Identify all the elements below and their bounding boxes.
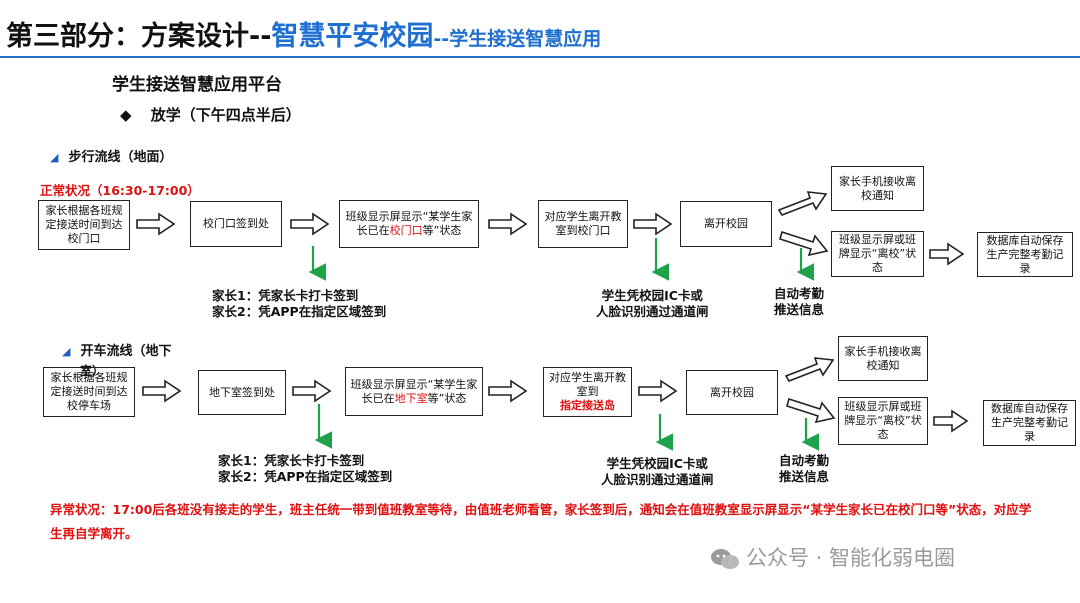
walk-step-parent-arrive: 家长根据各班规定接送时间到达校门口: [38, 200, 130, 250]
wechat-icon: [711, 549, 739, 569]
watermark: 公众号 · 智能化弱电圈: [710, 542, 955, 572]
drive-student-notes: 学生凭校园IC卡或 人脸识别通过通道闸: [601, 456, 714, 488]
highlight-location: 指定接送岛: [560, 399, 615, 412]
walk-step-gate-checkin: 校门口签到处: [190, 201, 282, 247]
walk-result-phone-notice: 家长手机接收离校通知: [831, 166, 924, 211]
drive-step-class-display: 班级显示屏显示“某学生家长已在地下室等”状态: [345, 367, 483, 416]
flow-arrow: [779, 230, 829, 257]
box-text: 对应学生离开教室到: [549, 371, 626, 398]
drive-result-phone-notice: 家长手机接收离校通知: [838, 336, 928, 381]
note-line: 人脸识别通过通道闸: [596, 304, 709, 319]
drive-auto-notes: 自动考勤 推送信息: [779, 453, 829, 485]
walk-student-notes: 学生凭校园IC卡或 人脸识别通过通道闸: [596, 288, 709, 320]
box-text: 班级显示屏显示“某学生家长已在: [345, 210, 473, 237]
note-line: 推送信息: [774, 302, 825, 317]
note-line: 推送信息: [779, 469, 830, 484]
triangle-marker-icon: ◢: [50, 151, 59, 164]
flow-arrow: [142, 379, 182, 403]
flow-arrow: [290, 212, 330, 236]
note-line: 家长2：凭APP在指定区域签到: [218, 469, 393, 484]
driving-flow-title-overflow: 室）: [80, 364, 105, 378]
flow-arrow: [784, 357, 835, 382]
flow-arrow: [633, 212, 673, 236]
walking-flow-title: ◢ 步行流线（地面）: [50, 146, 172, 165]
title-subtopic: --学生接送智慧应用: [433, 28, 602, 50]
walk-step-student-leave-class: 对应学生离开教室到校门口: [538, 200, 628, 248]
note-line: 人脸识别通过通道闸: [601, 472, 714, 487]
drive-step-leave-campus: 离开校园: [686, 370, 778, 415]
driving-flow-title-text: 开车流线（地下: [80, 344, 172, 359]
title-topic: 智慧平安校园: [271, 21, 434, 52]
bullet-text: 放学（下午四点半后）: [150, 106, 301, 124]
flow-arrow: [933, 409, 969, 433]
flow-arrow: [488, 379, 528, 403]
abnormal-status-text: 异常状况：17:00后各班没有接走的学生，班主任统一带到值班教室等待，由值班老师…: [50, 502, 1032, 541]
flow-arrow: [929, 242, 965, 266]
walk-result-class-sign: 班级显示屏或班牌显示“离校”状态: [831, 231, 924, 277]
box-text: 等”状态: [427, 391, 467, 405]
walking-flow-title-text: 步行流线（地面）: [68, 150, 173, 165]
note-line: 学生凭校园IC卡或: [606, 456, 708, 471]
highlight-location: 地下室: [394, 391, 428, 405]
drive-result-class-sign: 班级显示屏或班牌显示“离校”状态: [838, 397, 928, 445]
walk-parent-notes: 家长1：凭家长卡打卡签到 家长2：凭APP在指定区域签到: [212, 288, 386, 320]
flow-arrow: [638, 379, 678, 403]
box-text: 班级显示屏显示“某学生家长已在: [350, 377, 478, 405]
driving-flow-title: ◢ 开车流线（地下: [62, 343, 171, 361]
note-line: 自动考勤: [774, 286, 825, 301]
highlight-location: 校门口: [389, 224, 423, 237]
flow-arrow: [777, 191, 828, 216]
flow-arrow: [488, 212, 528, 236]
drive-step-student-to-island: 对应学生离开教室到指定接送岛: [543, 367, 632, 417]
triangle-marker-icon: ◢: [62, 345, 71, 358]
flow-arrow: [136, 212, 176, 236]
section-subtitle: 学生接送智慧应用平台: [112, 75, 282, 95]
drive-result-database: 数据库自动保存生产完整考勤记录: [983, 400, 1076, 446]
normal-status-label: 正常状况（16:30-17:00）: [40, 183, 200, 198]
note-line: 家长2：凭APP在指定区域签到: [212, 304, 387, 319]
title-part: 第三部分：方案设计--: [6, 21, 272, 52]
diamond-bullet-icon: ◆: [120, 106, 132, 124]
note-line: 家长1：凭家长卡打卡签到: [218, 453, 365, 468]
note-line: 学生凭校园IC卡或: [601, 288, 703, 303]
box-text: 等”状态: [422, 224, 462, 237]
walk-result-database: 数据库自动保存生产完整考勤记录: [977, 232, 1073, 277]
drive-step-parent-arrive: 家长根据各班规定接送时间到达校停车场: [43, 367, 135, 417]
drive-parent-notes: 家长1：凭家长卡打卡签到 家长2：凭APP在指定区域签到: [218, 453, 392, 485]
drive-step-basement-checkin: 地下室签到处: [198, 370, 286, 415]
flow-arrow: [786, 397, 836, 424]
watermark-text: 公众号 · 智能化弱电圈: [746, 546, 956, 570]
note-line: 家长1：凭家长卡打卡签到: [212, 288, 359, 303]
flow-arrow: [292, 379, 332, 403]
slide-title: 第三部分：方案设计--智慧平安校园--学生接送智慧应用: [6, 14, 601, 53]
note-line: 自动考勤: [779, 453, 830, 468]
walk-step-class-display: 班级显示屏显示“某学生家长已在校门口等”状态: [339, 200, 479, 248]
walk-auto-notes: 自动考勤 推送信息: [774, 286, 824, 318]
walk-step-leave-campus: 离开校园: [680, 201, 772, 247]
title-rule: [0, 56, 1080, 58]
bullet-item: ◆ 放学（下午四点半后）: [120, 104, 301, 125]
